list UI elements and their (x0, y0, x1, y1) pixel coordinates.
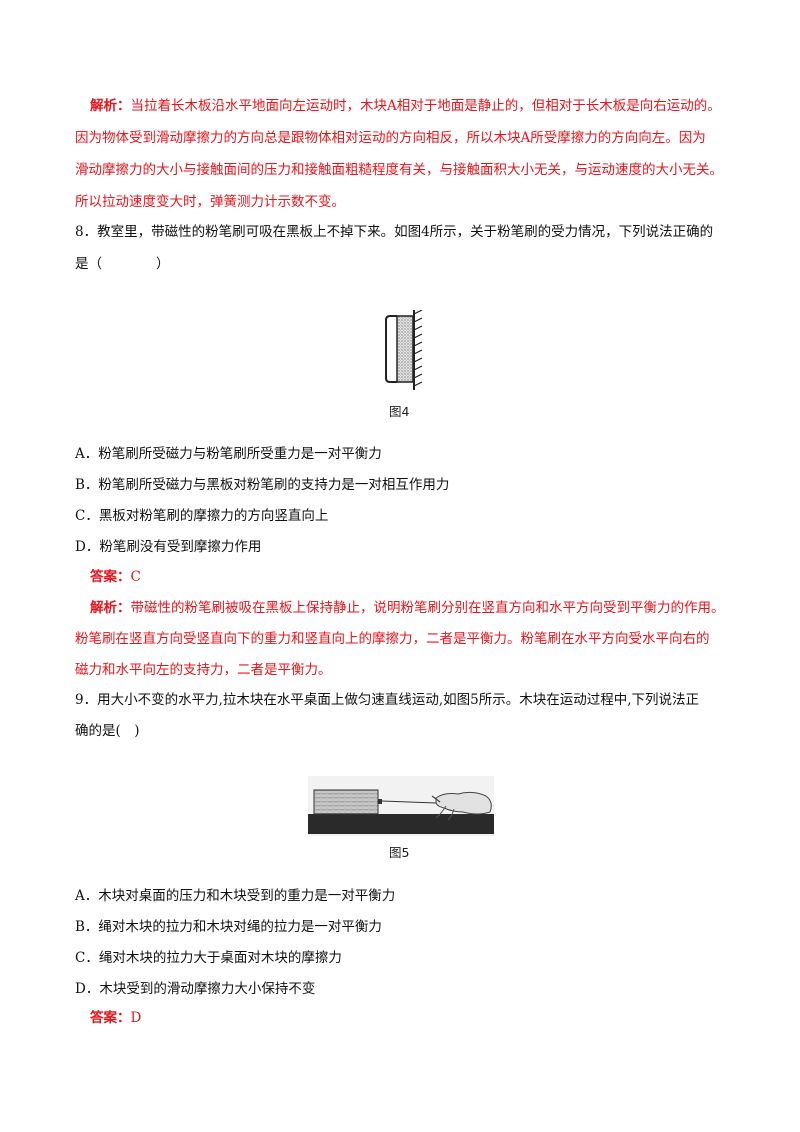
figure-5-block-on-table (308, 776, 494, 836)
q9-answer-value: D (130, 1010, 142, 1026)
q8-stem-line-2: 是（ ） (75, 256, 170, 272)
q9-option-d: D．木块受到的滑动摩擦力大小保持不变 (75, 981, 316, 997)
figure-4-caption: 图4 (389, 404, 410, 419)
q8-analysis-line-2: 粉笔刷在竖直方向受竖直向下的重力和竖直向上的摩擦力，二者是平衡力。粉笔刷在水平方… (75, 631, 710, 647)
q7-analysis-line-3: 滑动摩擦力的大小与接触面间的压力和接触面粗糙程度有关，与接触面积大小无关，与运动… (75, 162, 723, 178)
analysis-label: 解析： (90, 98, 131, 114)
figure-4-chalk-brush (385, 310, 423, 390)
q7-analysis-line-1: 解析：当拉着长木板沿水平地面向左运动时，木块A相对于地面是静止的，但相对于长木板… (90, 98, 721, 114)
q8-answer: 答案：C (90, 569, 141, 585)
q8-option-a: A．粉笔刷所受磁力与粉笔刷所受重力是一对平衡力 (75, 446, 382, 462)
q9-option-a: A．木块对桌面的压力和木块受到的重力是一对平衡力 (75, 888, 396, 904)
figure-5-caption: 图5 (389, 845, 410, 860)
q8-stem-line-1: 8．教室里，带磁性的粉笔刷可吸在黑板上不掉下来。如图4所示，关于粉笔刷的受力情况… (75, 224, 714, 240)
q9-answer: 答案：D (90, 1010, 142, 1026)
q8-answer-value: C (130, 569, 141, 585)
q8-option-c: C．黑板对粉笔刷的摩擦力的方向竖直向上 (75, 508, 329, 524)
q9-stem-line-1: 9．用大小不变的水平力,拉木块在水平桌面上做匀速直线运动,如图5所示。木块在运动… (75, 692, 700, 708)
q8-option-b: B．粉笔刷所受磁力与黑板对粉笔刷的支持力是一对相互作用力 (75, 477, 450, 493)
q8-option-d: D．粉笔刷没有受到摩擦力作用 (75, 539, 262, 555)
q9-stem-line-2: 确的是( ) (75, 723, 140, 739)
q8-analysis-line-3: 磁力和水平向左的支持力，二者是平衡力。 (75, 662, 332, 678)
q9-option-c: C．绳对木块的拉力大于桌面对木块的摩擦力 (75, 950, 342, 966)
q7-analysis-line-4: 所以拉动速度变大时，弹簧测力计示数不变。 (75, 194, 345, 210)
q7-analysis-line-2: 因为物体受到滑动摩擦力的方向总是跟物体相对运动的方向相反，所以木块A所受摩擦力的… (75, 130, 706, 146)
q9-option-b: B．绳对木块的拉力和木块对绳的拉力是一对平衡力 (75, 919, 382, 935)
q8-analysis-line-1: 解析：带磁性的粉笔刷被吸在黑板上保持静止，说明粉笔刷分别在竖直方向和水平方向受到… (90, 600, 725, 616)
